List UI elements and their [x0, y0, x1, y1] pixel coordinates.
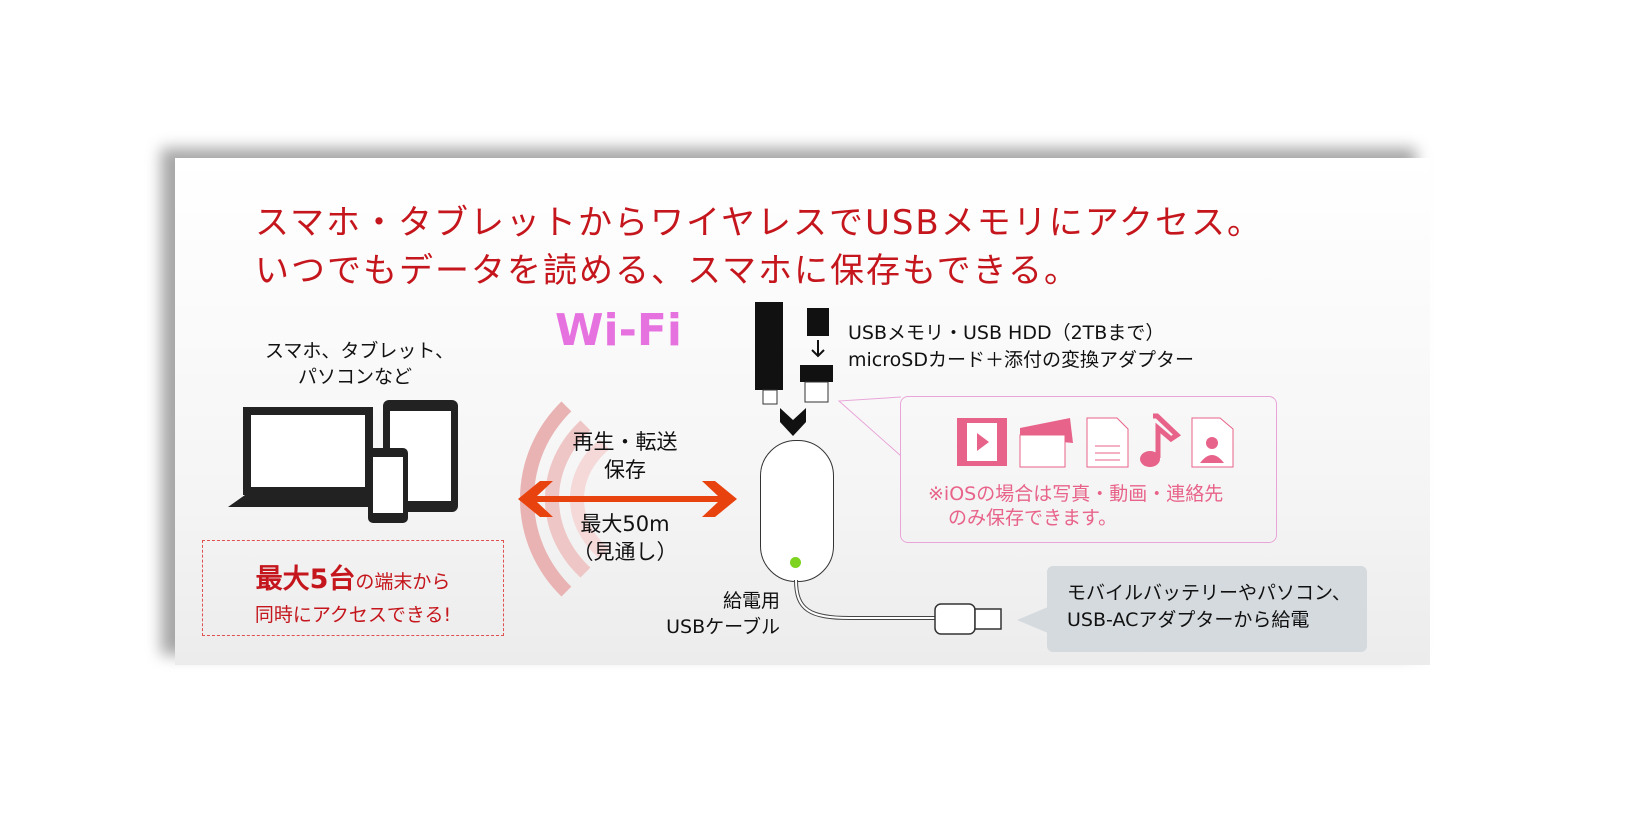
cable-line1: 給電用 — [722, 590, 780, 612]
storage-label: USBメモリ・USB HDD（2TBまで） microSDカード＋添付の変換アダ… — [848, 320, 1194, 374]
devices-line2: パソコンなど — [297, 366, 412, 388]
ios-callout — [900, 396, 1277, 543]
count-line2: 同時にアクセスできる! — [254, 604, 452, 626]
ios-note-line2: のみ保存できます。 — [948, 507, 1118, 529]
range-line1: 最大50m — [580, 512, 670, 536]
bidirectional-arrow-icon — [518, 481, 737, 517]
transfer-line2: 保存 — [604, 458, 646, 482]
headline-line1: スマホ・タブレットからワイヤレスでUSBメモリにアクセス。 — [255, 203, 1264, 243]
music-icon — [1140, 413, 1181, 467]
devices-icon — [228, 400, 458, 523]
power-pointer — [1017, 607, 1048, 633]
count-rest: の端末から — [355, 571, 451, 593]
usb-memory-and-microsd-icon — [755, 302, 833, 436]
max-devices: 最大5台 — [255, 564, 356, 595]
document-icon — [1086, 417, 1129, 468]
storage-line1: USBメモリ・USB HDD（2TBまで） — [848, 322, 1165, 344]
wifi-reader-device — [760, 440, 834, 582]
cable-line2: USBケーブル — [666, 616, 780, 638]
media-icons — [957, 413, 1234, 468]
cable-label: 給電用 USBケーブル — [650, 588, 780, 640]
transfer-line1: 再生・転送 — [572, 430, 678, 454]
power-source-box: モバイルバッテリーやパソコン、 USB-ACアダプターから給電 — [1047, 566, 1367, 652]
status-led — [790, 557, 801, 568]
range-label: 最大50m （見通し） — [555, 510, 695, 566]
concurrent-access-box: 最大5台の端末から 同時にアクセスできる! — [202, 540, 504, 636]
range-line2: （見通し） — [572, 540, 678, 564]
ios-note-line1: ※iOSの場合は写真・動画・連絡先 — [928, 483, 1224, 505]
photo-icon — [1019, 418, 1073, 468]
video-icon — [957, 418, 1007, 466]
callout-pointer — [837, 396, 902, 457]
storage-line2: microSDカード＋添付の変換アダプター — [848, 349, 1194, 371]
power-line2: USB-ACアダプターから給電 — [1067, 609, 1310, 631]
usb-cable-icon — [794, 580, 1002, 635]
transfer-label: 再生・転送 保存 — [555, 428, 695, 484]
contact-icon — [1191, 417, 1234, 468]
devices-label: スマホ、タブレット、 パソコンなど — [265, 338, 455, 390]
power-line1: モバイルバッテリーやパソコン、 — [1067, 582, 1351, 604]
devices-line1: スマホ、タブレット、 — [265, 340, 455, 362]
wifi-label: Wi-Fi — [555, 305, 683, 356]
headline-line2: いつでもデータを読める、スマホに保存もできる。 — [255, 251, 1080, 291]
ios-note: ※iOSの場合は写真・動画・連絡先 のみ保存できます。 — [928, 482, 1223, 530]
